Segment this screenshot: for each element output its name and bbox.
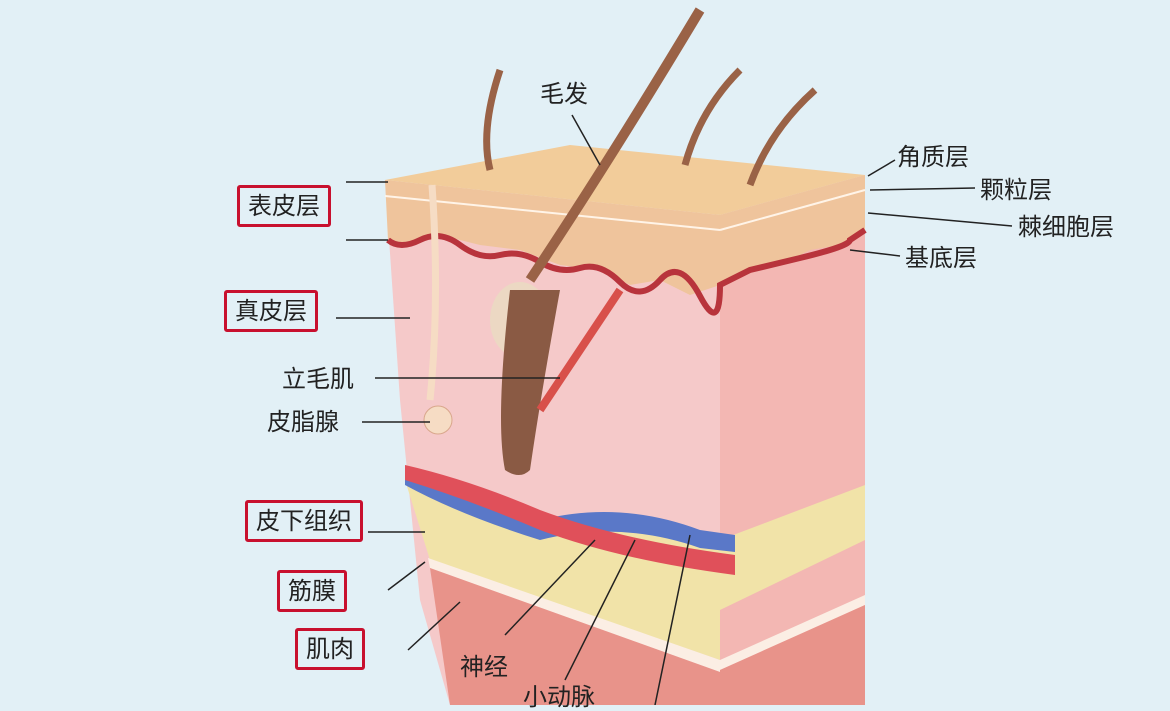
sweat-gland-duct: [426, 184, 440, 401]
label-stratum-spinosum: 棘细胞层: [1018, 213, 1114, 241]
label-muscle: 肌肉: [295, 628, 365, 670]
label-hair: 毛发: [540, 80, 588, 108]
right-muscle: [720, 605, 865, 705]
label-fascia: 筋膜: [277, 570, 347, 612]
label-arrector-pili: 立毛肌: [282, 365, 354, 393]
right-subcutaneous: [720, 485, 865, 610]
hair-follicle: [501, 290, 560, 475]
label-sebaceous-gland: 皮脂腺: [267, 408, 339, 436]
leader-lines: [336, 114, 1013, 705]
label-epidermis: 表皮层: [237, 185, 331, 227]
arrector-pili-muscle: [536, 287, 624, 413]
label-subcutaneous: 皮下组织: [245, 500, 363, 542]
basal-layer-line: [386, 227, 867, 316]
label-dermis: 真皮层: [224, 290, 318, 332]
label-nerve: 神经: [460, 653, 508, 681]
right-epidermis: [720, 175, 865, 285]
vein: [405, 470, 735, 552]
label-stratum-granulosum: 颗粒层: [980, 176, 1052, 204]
right-fascia: [720, 595, 865, 670]
label-stratum-corneum: 角质层: [897, 143, 969, 171]
front-muscle: [430, 568, 720, 705]
hair-shaft: [525, 7, 705, 283]
label-stratum-basale: 基底层: [905, 244, 977, 272]
artery: [405, 465, 735, 575]
front-fascia: [428, 558, 720, 672]
label-arteriole: 小动脉: [523, 683, 595, 711]
block-top-face: [385, 145, 865, 215]
front-subcutaneous: [405, 480, 720, 660]
